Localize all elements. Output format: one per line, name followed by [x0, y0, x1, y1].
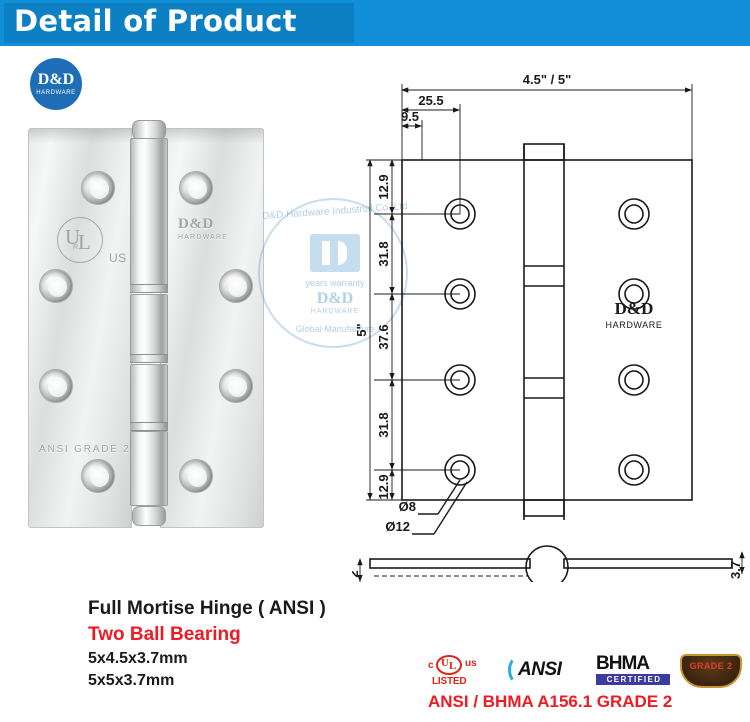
- barrel-top-cap: [132, 120, 166, 140]
- grade2-badge-icon: GRADE 2: [680, 654, 742, 688]
- drawing-brand-subtitle: HARDWARE: [606, 320, 663, 330]
- ul-badge-c: c: [428, 660, 434, 671]
- product-size-2: 5x5x3.7mm: [88, 672, 175, 689]
- brand-logo-name: D&D: [37, 71, 75, 88]
- dim-hole-offset-25-5: 25.5: [418, 93, 443, 108]
- product-spec-block: Full Mortise Hinge ( ANSI ) Two Ball Bea…: [88, 598, 326, 690]
- page-title: Detail of Product: [14, 4, 297, 38]
- ball-bearing-ring: [130, 422, 168, 431]
- product-name: Full Mortise Hinge ( ANSI ): [88, 598, 326, 619]
- screw-hole: [219, 369, 253, 403]
- certification-block: c U L us LISTED ANSI BHMA CERTIFIED GRAD…: [428, 654, 744, 718]
- dim-37-6: 37.6: [376, 324, 391, 349]
- brand-engraving-subtitle: HARDWARE: [178, 234, 229, 241]
- brand-logo-subtitle: HARDWARE: [36, 90, 76, 96]
- header-title-background: [4, 3, 354, 43]
- hinge-left-leaf: U L R US ANSI GRADE 2: [28, 128, 132, 528]
- ul-mark-icon: U L R: [57, 217, 103, 263]
- hinge-right-leaf: [160, 128, 264, 528]
- brand-logo: D&D HARDWARE: [30, 58, 82, 110]
- screw-hole: [81, 459, 115, 493]
- ul-mark-r: R: [73, 244, 79, 251]
- barrel-knuckle: [130, 294, 168, 356]
- certification-badges-row: c U L us LISTED ANSI BHMA CERTIFIED GRAD…: [428, 654, 744, 692]
- ansi-badge-label: ANSI: [518, 659, 562, 680]
- brand-engraving-name: D&D: [178, 216, 214, 232]
- ul-badge-u: U: [441, 657, 449, 669]
- ul-mark-us-label: US: [109, 251, 127, 265]
- ul-mark-l: L: [78, 230, 91, 254]
- drawing-brand-name: D&D: [615, 299, 654, 318]
- ul-badge-us: us: [465, 658, 477, 669]
- page-header: Detail of Product: [0, 0, 750, 46]
- screw-hole: [219, 269, 253, 303]
- screw-hole: [81, 171, 115, 205]
- screw-hole: [39, 269, 73, 303]
- dim-31-8-bottom: 31.8: [376, 412, 391, 437]
- bhma-badge-icon: BHMA CERTIFIED: [596, 654, 670, 688]
- bhma-badge-label: BHMA: [596, 653, 650, 674]
- screw-hole: [179, 171, 213, 205]
- ul-badge-circle: U L: [436, 655, 462, 675]
- certification-caption: ANSI / BHMA A156.1 GRADE 2: [428, 692, 673, 711]
- dim-overall-height: 5": [354, 323, 369, 336]
- screw-hole: [39, 369, 73, 403]
- screw-hole: [179, 459, 213, 493]
- product-bearing: Two Ball Bearing: [88, 624, 241, 645]
- ul-badge-l: L: [449, 660, 457, 672]
- bhma-badge-certified: CERTIFIED: [596, 674, 670, 685]
- ball-bearing-ring: [130, 284, 168, 293]
- ul-badge-listed: LISTED: [432, 676, 467, 687]
- barrel-knuckle: [130, 364, 168, 424]
- hinge-barrel: [130, 118, 168, 538]
- product-photo: U L R US ANSI GRADE 2 D&D HARDWARE: [28, 118, 264, 538]
- dim-12-9-top: 12.9: [376, 174, 391, 199]
- ansi-grade-engraving: ANSI GRADE 2: [39, 444, 131, 455]
- grade2-badge-label: GRADE 2: [689, 661, 733, 671]
- dim-edge-offset-9-5: 9.5: [401, 109, 419, 124]
- ball-bearing-ring: [130, 354, 168, 363]
- dim-leaf-thickness-right: 3.7: [728, 561, 743, 579]
- dim-hole-dia-8: Ø8: [399, 499, 416, 514]
- dim-hole-dia-12: Ø12: [385, 519, 410, 534]
- ul-mark-u: U: [65, 225, 81, 249]
- barrel-knuckle: [130, 138, 168, 286]
- barrel-bottom-cap: [132, 506, 166, 526]
- technical-drawing: D&D HARDWARE 4.5" / 5" 25.5 9.5 5" 12.9 …: [346, 62, 750, 599]
- technical-drawing-svg: D&D HARDWARE 4.5" / 5" 25.5 9.5 5" 12.9 …: [346, 72, 745, 599]
- ansi-badge-arc: [508, 656, 528, 684]
- dim-overall-width: 4.5" / 5": [523, 72, 571, 87]
- dim-leaf-thickness-left: 2: [352, 570, 361, 577]
- ul-listed-badge-icon: c U L us LISTED: [428, 654, 502, 692]
- dim-31-8-top: 31.8: [376, 241, 391, 266]
- ansi-badge-icon: ANSI: [508, 656, 584, 686]
- product-size-1: 5x4.5x3.7mm: [88, 650, 188, 667]
- dim-12-9-bottom: 12.9: [376, 474, 391, 499]
- barrel-knuckle: [130, 431, 168, 506]
